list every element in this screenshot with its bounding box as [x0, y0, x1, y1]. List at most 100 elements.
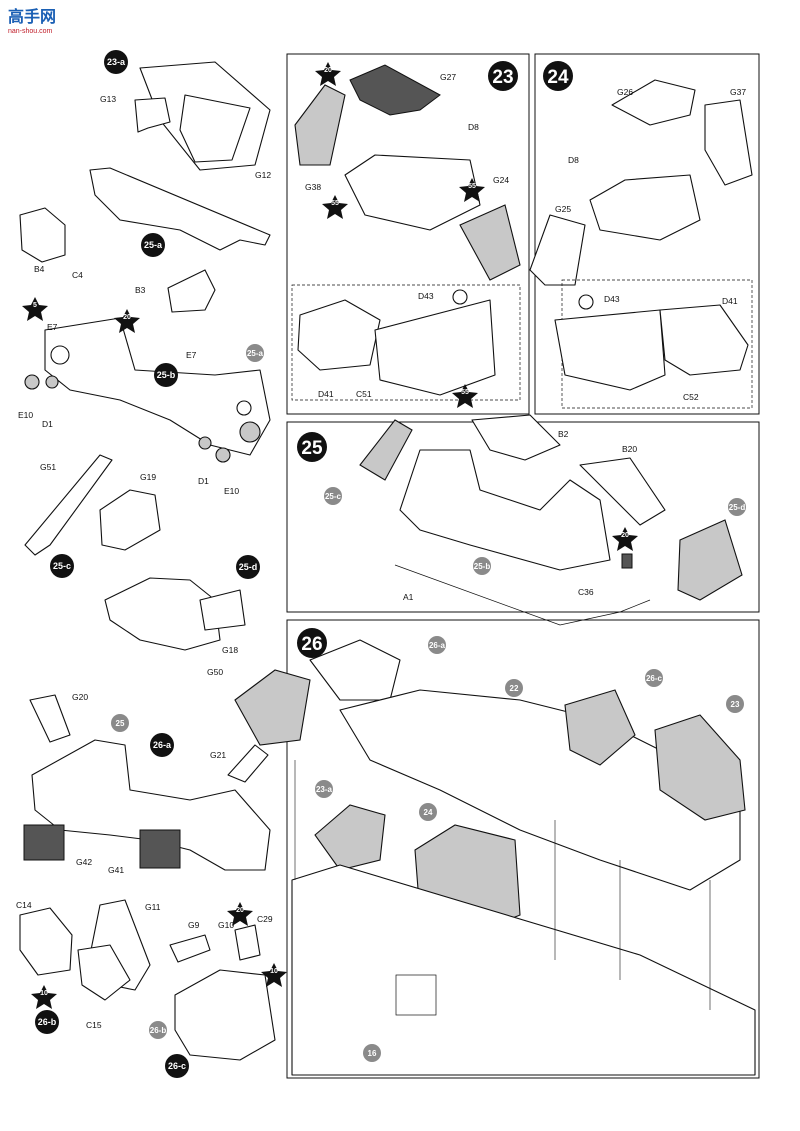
part-C29-shape	[234, 924, 261, 961]
part-E10-disc	[24, 374, 40, 390]
sub-label-26b: 26-b	[38, 1017, 57, 1027]
step-24-frame	[534, 53, 760, 415]
paint-star-55c	[452, 384, 478, 408]
part-hull-vent	[395, 974, 437, 1016]
label-D43-b: D43	[604, 294, 620, 304]
ref-label-26a: 26-a	[429, 641, 446, 650]
label-E10-b: E10	[224, 486, 239, 496]
step-26-number: 26	[301, 634, 322, 655]
sub-label-25c: 25-c	[53, 561, 71, 571]
sub-label-25b: 25-b	[157, 370, 176, 380]
ref-label-25c: 25-c	[325, 492, 342, 501]
label-D1-b: D1	[198, 476, 209, 486]
part-G38-shape	[294, 84, 346, 166]
step-26-frame	[286, 619, 760, 1079]
label-G38: G38	[305, 182, 321, 192]
subassembly-25b: 5 20 25-b 25-a E7 E10 D1 E7 D1 E10	[18, 297, 271, 496]
paint-star-20a	[315, 62, 341, 86]
part-E7-ring	[50, 345, 70, 365]
part-23-assembly	[654, 714, 746, 821]
paint-star-5	[22, 297, 48, 321]
part-E7-ring-2	[236, 400, 252, 416]
ref-badge-26b	[149, 1021, 167, 1039]
part-D1-disc-2	[198, 436, 212, 450]
paint-star-20b	[114, 309, 140, 333]
paint-star-10b	[261, 963, 287, 987]
watermark-logo: 高手网 nan-shou.com	[8, 7, 56, 35]
part-grille-round	[239, 421, 261, 443]
label-B3: B3	[135, 285, 146, 295]
part-G24-shape	[459, 204, 521, 281]
label-E7-a: E7	[47, 322, 58, 332]
ref-label-24: 24	[424, 808, 433, 817]
ref-badge-26a	[428, 636, 446, 654]
subassembly-25d: 25-d G18 G50	[104, 555, 260, 677]
part-23a-assembly	[314, 804, 386, 871]
paint-star-20b-label: 20	[123, 314, 131, 321]
subassembly-25c: 25-c G51 G19	[24, 454, 161, 578]
part-G42-grille	[23, 824, 65, 861]
sub-badge-23a	[104, 50, 128, 74]
ref-label-22: 22	[510, 684, 519, 693]
paint-star-10b-label: 10	[270, 968, 278, 975]
step-24-number: 24	[547, 67, 569, 88]
step-23-frame	[286, 53, 530, 415]
subassembly-25a: 25-a B4 C4 B3	[19, 167, 271, 313]
watermark-text: 高手网	[8, 7, 56, 26]
ref-label-23a: 23-a	[316, 785, 333, 794]
part-G50-shape	[104, 577, 221, 651]
part-G37-shape	[704, 99, 753, 186]
part-26c-assembly	[564, 689, 636, 766]
label-B4: B4	[34, 264, 45, 274]
label-D1-a: D1	[42, 419, 53, 429]
label-C29: C29	[257, 914, 273, 924]
sub-badge-25c	[50, 554, 74, 578]
label-G27: G27	[440, 72, 456, 82]
paint-star-55c-label: 55	[461, 389, 469, 396]
label-G20: G20	[72, 692, 88, 702]
part-B20-shape	[579, 457, 666, 526]
ref-badge-25c	[324, 487, 342, 505]
label-D41-a: D41	[318, 389, 334, 399]
paint-star-55b	[459, 178, 485, 202]
label-G50: G50	[207, 667, 223, 677]
part-C15-shape	[77, 944, 131, 1001]
part-E10-disc-2	[215, 447, 231, 463]
detail-callout-23	[291, 284, 521, 401]
sub-badge-26b	[35, 1010, 59, 1034]
ref-badge-25b	[473, 557, 491, 575]
label-G18: G18	[222, 645, 238, 655]
label-G42: G42	[76, 857, 92, 867]
paint-star-10a	[31, 985, 57, 1009]
step-23-number: 23	[492, 67, 513, 88]
label-G37: G37	[730, 87, 746, 97]
sub-label-26c: 26-c	[168, 1061, 186, 1071]
paint-star-55a-label: 55	[331, 200, 339, 207]
step-23-panel: 23 20 55 55 55 G27 D8 G38 G24 D43 D41 C5…	[286, 53, 530, 415]
step-26-panel: 26 26-a 22 26-c 23 23-a 24 16	[234, 619, 760, 1079]
label-D8-a: D8	[468, 122, 479, 132]
label-B2: B2	[558, 429, 569, 439]
part-side-plate-25	[677, 519, 743, 601]
paint-star-20d	[227, 902, 253, 926]
sub-badge-25d	[236, 555, 260, 579]
label-G24: G24	[493, 175, 509, 185]
sub-badge-25a	[141, 233, 165, 257]
ref-label-25: 25	[116, 719, 125, 728]
label-A1: A1	[403, 592, 414, 602]
part-D41-shape-a	[297, 299, 381, 371]
part-G26-shape	[611, 79, 696, 126]
subassembly-26b: 26-b 10 C14 G11 C15	[16, 899, 161, 1034]
ref-label-16: 16	[368, 1049, 377, 1058]
label-G10: G10	[218, 920, 234, 930]
part-hull-25	[399, 449, 611, 571]
part-C36-block	[621, 553, 633, 569]
label-E10-a: E10	[18, 410, 33, 420]
ref-badge-23	[726, 695, 744, 713]
part-C52-shape	[554, 309, 666, 391]
part-26c-housing	[174, 969, 276, 1061]
sub-badge-26c	[165, 1054, 189, 1078]
subassembly-26a: 26-a 25 G20 G21 G42 G41	[23, 692, 271, 875]
label-D43-a: D43	[418, 291, 434, 301]
